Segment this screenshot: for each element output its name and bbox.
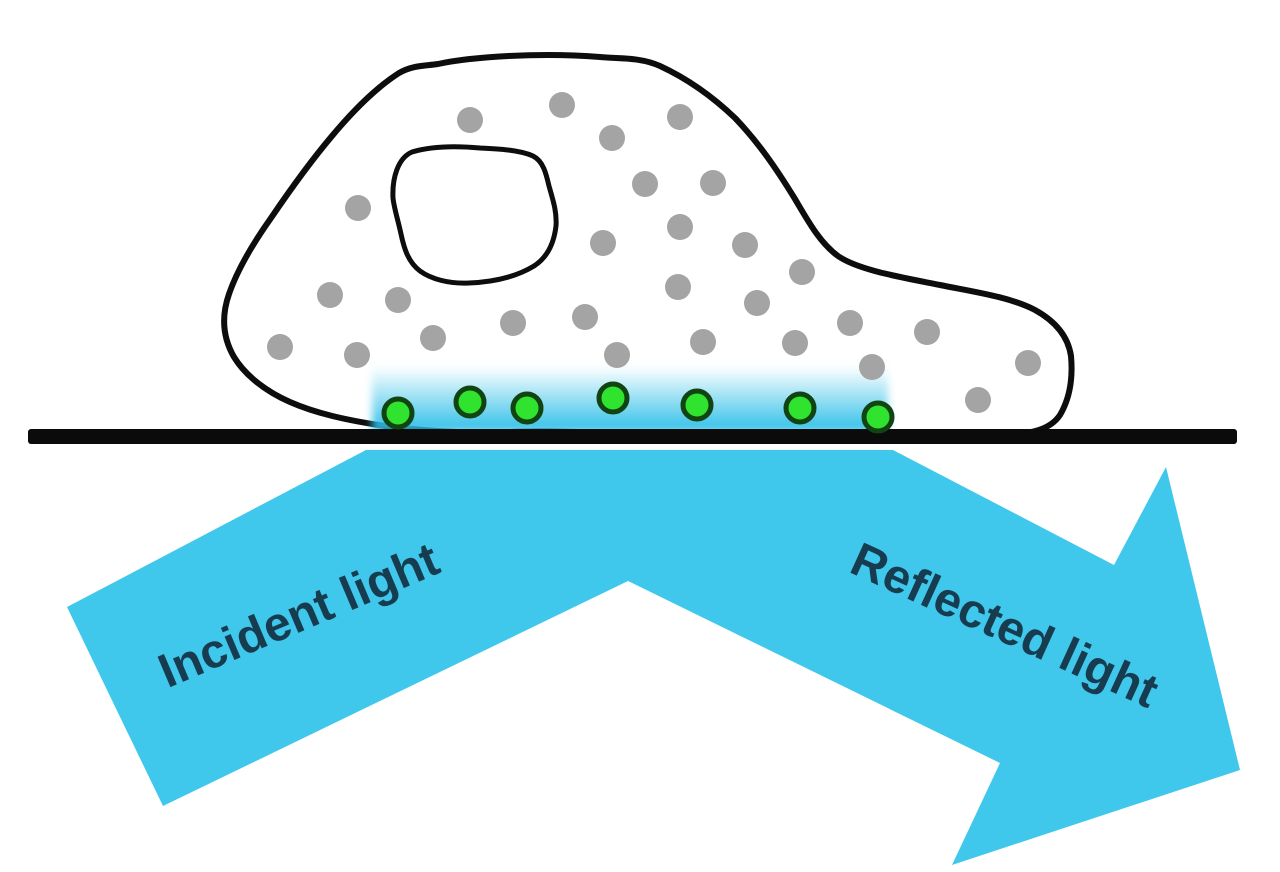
gray-fluorophore-dot — [859, 354, 885, 380]
gray-fluorophore-dot — [632, 171, 658, 197]
gray-fluorophore-dot — [782, 330, 808, 356]
light-path-bent-arrow — [67, 450, 1240, 865]
gray-fluorophore-dot — [667, 104, 693, 130]
gray-fluorophore-dot — [914, 319, 940, 345]
green-fluorophore-dot — [453, 385, 487, 419]
gray-fluorophore-dot — [700, 170, 726, 196]
gray-fluorophore-dot — [732, 232, 758, 258]
green-fluorophore-dot — [680, 388, 714, 422]
gray-fluorophore-dot — [789, 259, 815, 285]
gray-fluorophore-dot — [345, 195, 371, 221]
excited-fluorophore-dots — [381, 381, 895, 434]
gray-fluorophore-dot — [344, 342, 370, 368]
green-fluorophore-dot — [510, 391, 544, 425]
gray-fluorophore-dot — [837, 310, 863, 336]
cell-nucleus-outline — [390, 144, 559, 286]
gray-fluorophore-dot — [500, 310, 526, 336]
gray-fluorophore-dot — [549, 92, 575, 118]
gray-fluorophore-dot — [599, 125, 625, 151]
gray-fluorophore-dot — [744, 290, 770, 316]
coverslip-surface-line — [28, 429, 1237, 444]
gray-fluorophore-dot — [690, 329, 716, 355]
gray-fluorophore-dot — [1015, 350, 1041, 376]
gray-fluorophore-dot — [457, 107, 483, 133]
green-fluorophore-dot — [861, 400, 895, 434]
unexcited-fluorophore-dots — [267, 92, 1041, 413]
green-fluorophore-dot — [381, 396, 415, 430]
gray-fluorophore-dot — [385, 287, 411, 313]
gray-fluorophore-dot — [267, 334, 293, 360]
gray-fluorophore-dot — [667, 214, 693, 240]
gray-fluorophore-dot — [572, 304, 598, 330]
gray-fluorophore-dot — [965, 387, 991, 413]
gray-fluorophore-dot — [317, 282, 343, 308]
gray-fluorophore-dot — [665, 274, 691, 300]
gray-fluorophore-dot — [604, 342, 630, 368]
green-fluorophore-dot — [783, 391, 817, 425]
green-fluorophore-dot — [596, 381, 630, 415]
gray-fluorophore-dot — [420, 325, 446, 351]
gray-fluorophore-dot — [590, 230, 616, 256]
